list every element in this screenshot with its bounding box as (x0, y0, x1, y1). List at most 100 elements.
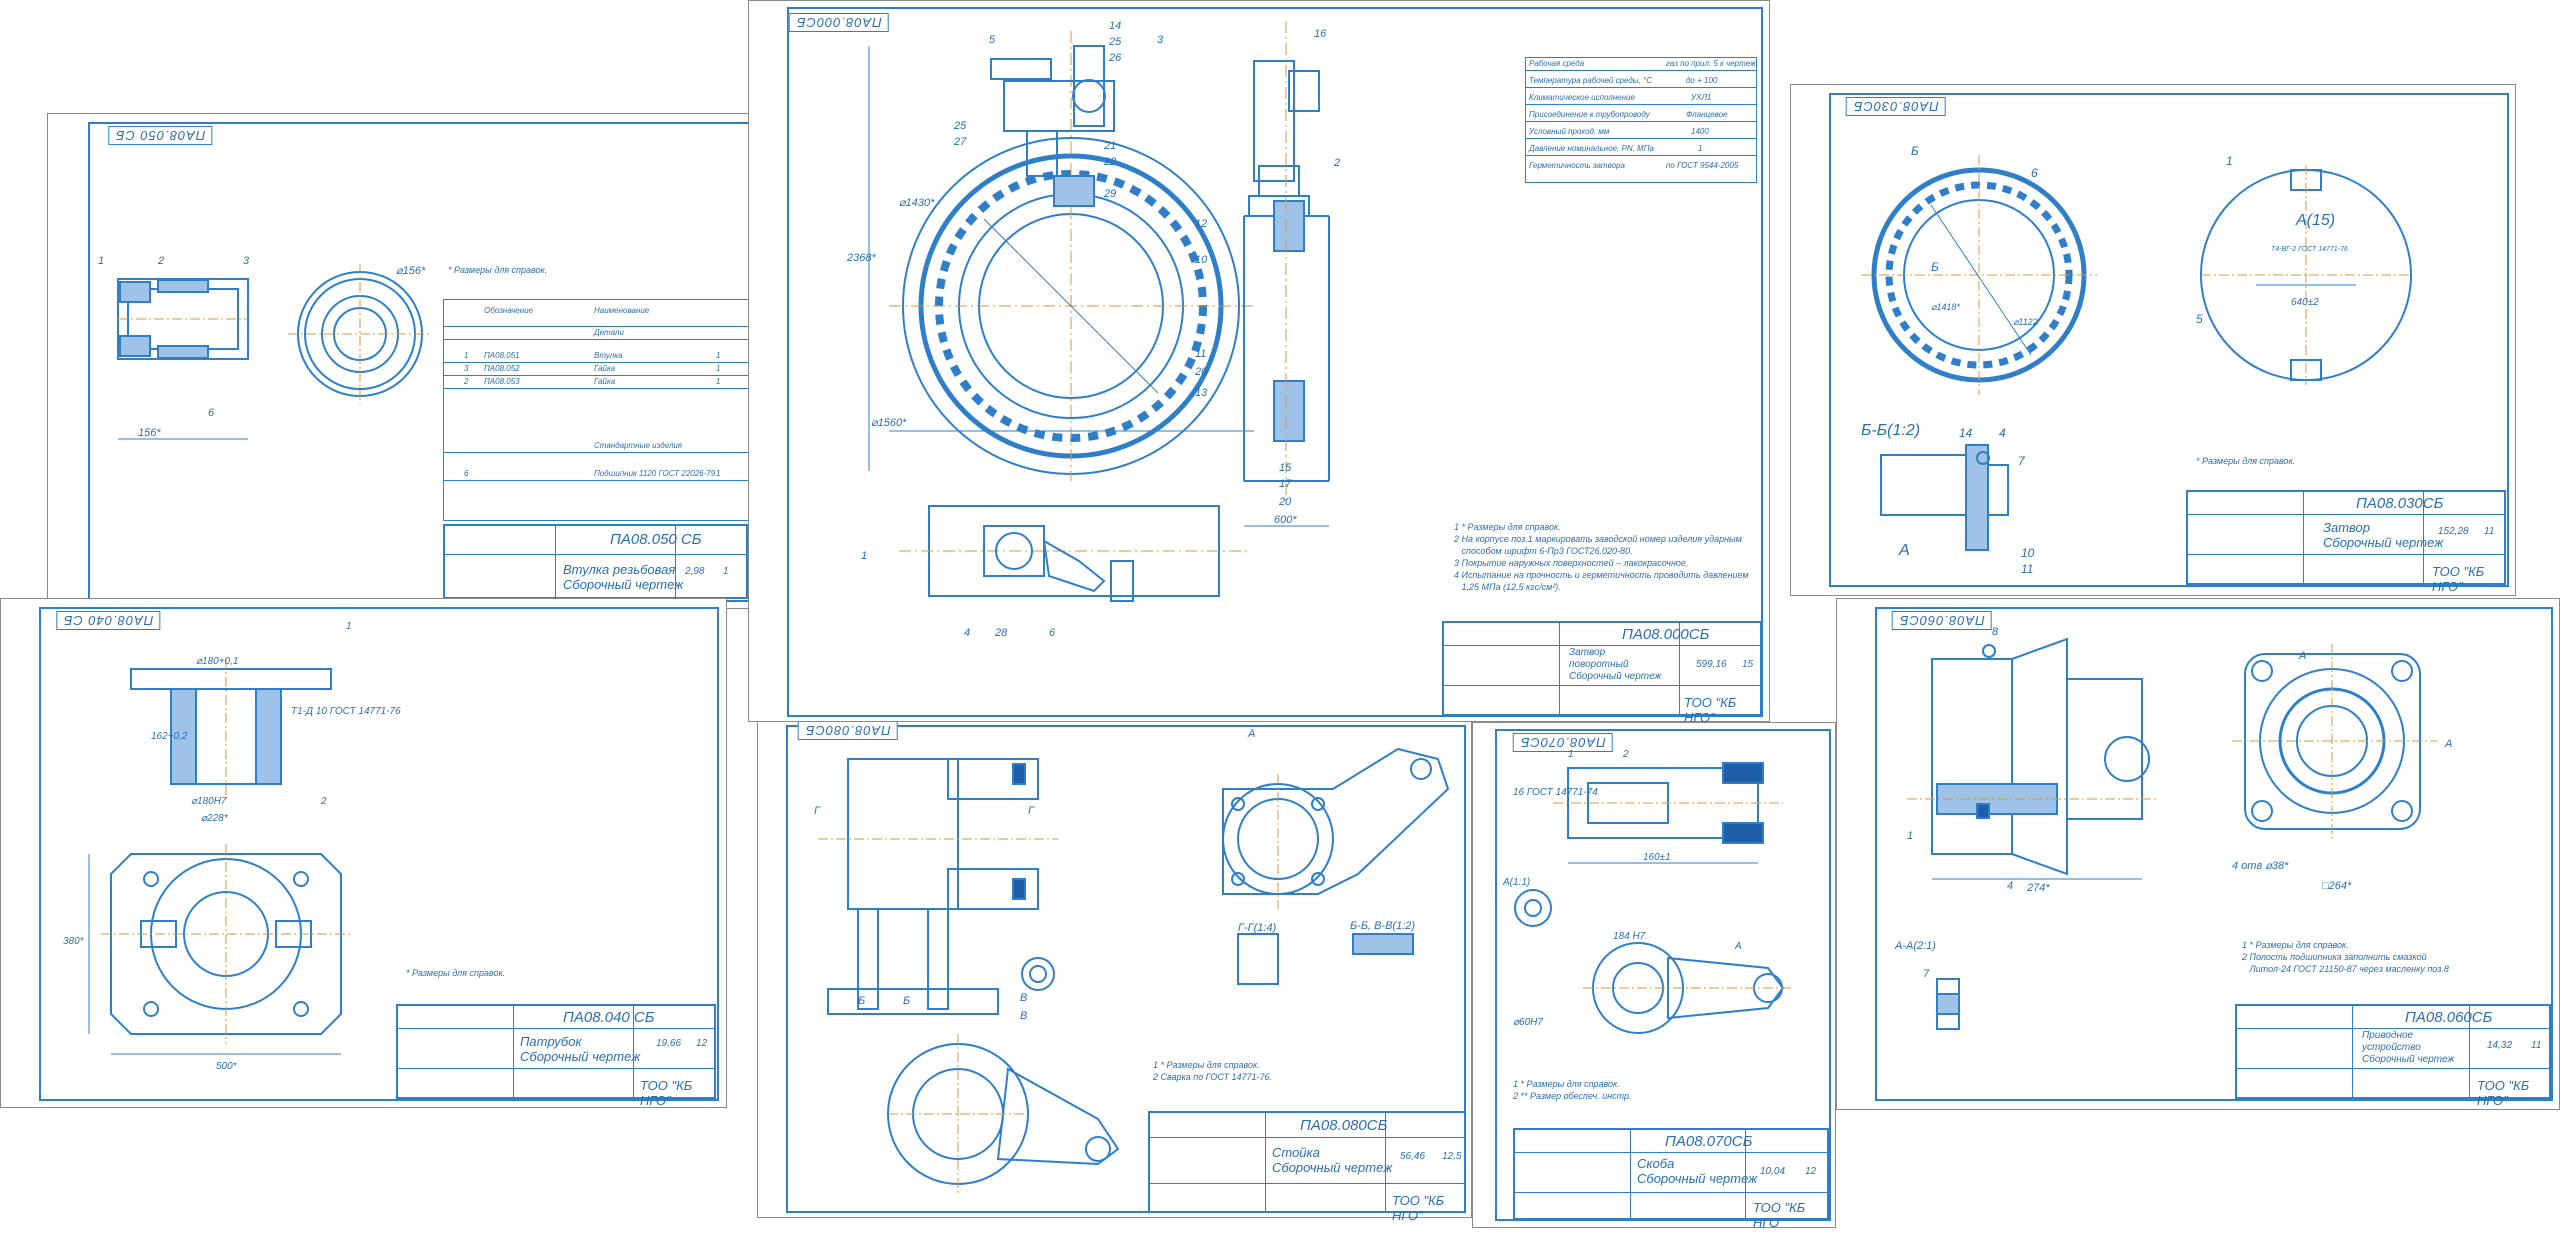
view-label: Б (858, 995, 865, 1007)
balloon-label: 6 (2031, 166, 2038, 180)
sheet-frame (787, 7, 1763, 717)
drawing-mass: 599,16 (1696, 659, 1727, 670)
dim-label: ⌀180+0,1 (196, 656, 238, 667)
balloon-label: 14 (1109, 20, 1121, 32)
drawing-sheet-080[interactable]: ПА08.080СБ 1 * Размеры для справок. 2 Св… (757, 718, 1472, 1223)
drawing-mass: 152,28 (2438, 526, 2469, 537)
sheet-frame (786, 725, 1466, 1213)
view-label: Г (1028, 805, 1035, 817)
balloon-label: 10 (1195, 254, 1208, 266)
note-reference-dims: * Размеры для справок. (2196, 456, 2296, 466)
balloon-label: 13 (1195, 387, 1208, 399)
balloon-label: 1 (861, 550, 867, 562)
spec-header: Наименование (594, 306, 650, 315)
dim-label: ⌀60H7 (1513, 1017, 1543, 1028)
balloon-label: 2 (157, 255, 164, 267)
spec-header: Обозначение (484, 306, 534, 315)
view-label: В (1020, 992, 1027, 1004)
spec-designation: ПА08.053 (484, 377, 520, 386)
title-block: ПА08.030СБ Затвор Сборочный чертеж 152,2… (2186, 490, 2506, 594)
view-label: Б (1931, 260, 1939, 274)
drawing-mass: 10,04 (1760, 1166, 1786, 1177)
balloon-label: 26 (1108, 52, 1122, 64)
title-block: ПА08.070СБ Скоба Сборочный чертеж 10,04 … (1513, 1128, 1829, 1230)
param-name: Температура рабочей среды, °C (1529, 76, 1653, 85)
drawing-title: Затвор Сборочный чертеж (2323, 520, 2444, 550)
balloon-label: 5 (2196, 312, 2203, 326)
view-label: Г (814, 805, 821, 817)
param-value: 1 (1698, 144, 1703, 153)
balloon-label: 1 (2226, 154, 2233, 168)
spec-designation: ПА08.052 (484, 364, 520, 373)
organization: ТОО "КБ НГО" (2432, 564, 2485, 594)
balloon-label: 6 (1049, 627, 1056, 639)
spec-name: Гайка (594, 364, 616, 373)
param-value: УХЛ1 (1691, 93, 1712, 102)
title-block: ПА08.000СБ Затвор поворотный Сборочный ч… (1442, 621, 1762, 725)
drawing-sheet-030[interactable]: ПА08.030СБ * Размеры для справок. Б Б А(… (1790, 84, 2516, 596)
drawing-sheet-040[interactable]: ПА08.040 СБ * Размеры для справок. ⌀180+… (0, 598, 727, 1108)
drawing-sheet-050[interactable]: ПА08.050 СБ * Размеры для справок. 156* … (47, 113, 759, 609)
dim-label: □264* (2322, 880, 2352, 892)
organization: ТОО "КБ НГО" (1684, 695, 1737, 725)
balloon-label: 21 (1103, 140, 1116, 152)
spec-qty: 1 (716, 377, 721, 386)
spec-pos: 3 (464, 364, 469, 373)
drawing-title: Скоба Сборочный чертеж (1637, 1156, 1758, 1186)
view-label: А (2444, 738, 2452, 750)
balloon-label: 27 (953, 136, 967, 148)
view-label: Г-Г(1:4) (1238, 922, 1277, 934)
balloon-label: 29 (1103, 188, 1116, 200)
view-label: Б (1911, 144, 1919, 158)
param-value: 1400 (1691, 127, 1709, 136)
assembly-drawing-bracket: 1 2 А(1:1) А 160±1 184 H7 ⌀60H7 16 ГОСТ … (1502, 749, 1793, 1034)
assembly-drawing-bushing: 156* ⌀156* 1 2 3 6 (98, 255, 432, 440)
drawing-mass: 56,46 (1400, 1151, 1426, 1162)
balloon-label: 2 (1622, 749, 1629, 760)
spec-designation: ПА08.051 (484, 351, 520, 360)
spec-pos: 2 (464, 377, 469, 386)
drawing-title: Стойка Сборочный чертеж (1272, 1145, 1393, 1175)
view-label: А (2298, 650, 2306, 662)
spec-name: Гайка (594, 377, 616, 386)
drawing-code: ПА08.000СБ (1622, 626, 1710, 643)
dim-label: Т4-ВГ-2 ГОСТ 14771-76 (2271, 246, 2348, 253)
organization: ТОО "КБ НГО" (1392, 1193, 1445, 1223)
dim-label: 160±1 (1643, 852, 1671, 863)
title-block: ПА08.060СБ Приводное устройство Сборочны… (2235, 1004, 2551, 1108)
param-name: Климатическое исполнение (1529, 93, 1635, 102)
balloon-label: 8 (1992, 626, 1999, 638)
view-label: А (1247, 728, 1255, 740)
note-reference-dims: * Размеры для справок. (406, 968, 506, 978)
sheet-frame (1829, 93, 2509, 587)
drawing-code: ПА08.050 СБ (610, 531, 702, 548)
balloon-label: 1 (346, 621, 352, 632)
drawing-scale: 12,5 (1442, 1151, 1462, 1162)
spec-name: Подшипник 1120 ГОСТ 22026-79 (594, 469, 716, 478)
note-reference-dims: * Размеры для справок. (448, 265, 548, 275)
balloon-label: 1 (98, 255, 104, 267)
drawing-notes: 1 * Размеры для справок. 2 На корпусе по… (1454, 522, 1749, 592)
drawing-mass: 2,98 (685, 566, 705, 577)
balloon-label: 6 (208, 407, 215, 419)
drawing-sheet-070[interactable]: ПА08.070СБ 1 * Размеры для справок. 2 **… (1472, 722, 1836, 1230)
view-label: Б-Б, В-В(1:2) (1350, 920, 1415, 932)
balloon-label: 2 (320, 796, 327, 807)
drawing-notes: 1 * Размеры для справок. 2 Полость подши… (2242, 940, 2449, 974)
drawing-code: ПА08.070СБ (1665, 1133, 1753, 1150)
drawing-scale: 1 (723, 566, 729, 577)
dim-label: 16 ГОСТ 14771-74 (1513, 787, 1598, 798)
balloon-label: 1 (1568, 749, 1574, 760)
spec-qty: 1 (716, 469, 721, 478)
dim-label: 274* (2026, 882, 2050, 894)
drawing-sheet-060[interactable]: ПА08.060СБ 1 * Размеры для справок. 2 По… (1836, 598, 2560, 1110)
view-label: А-А(2:1) (1894, 940, 1936, 952)
balloon-label: 4 (964, 627, 970, 639)
balloon-label: 25 (1108, 36, 1122, 48)
balloon-label: 10 (2021, 546, 2035, 560)
spec-section: Стандартные изделия (594, 441, 683, 450)
param-name: Рабочая среда (1529, 59, 1585, 68)
drawing-code: ПА08.060СБ (2405, 1009, 2493, 1026)
